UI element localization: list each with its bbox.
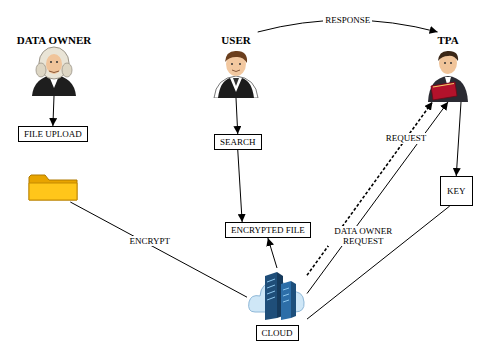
person-icon: [8, 46, 100, 96]
icon-part: [231, 63, 233, 65]
actor-figure: USER: [205, 32, 267, 98]
box-label: CLOUD: [262, 328, 293, 338]
icon-part: [24, 46, 84, 96]
connector-line: [307, 102, 448, 294]
icon-part: [433, 84, 454, 88]
icon-part: [62, 63, 72, 77]
edge-label: REQUEST: [384, 133, 429, 143]
actor-name: DATA OWNER: [8, 32, 100, 46]
icon-part: [450, 62, 452, 64]
person-icon: [205, 46, 267, 98]
icon-part: [50, 61, 52, 63]
process-box: ENCRYPTED FILE: [225, 222, 311, 238]
box-label: ENCRYPTED FILE: [231, 225, 305, 235]
icon-part: [56, 61, 58, 63]
box-label: KEY: [447, 186, 466, 196]
icon-part: [225, 51, 247, 63]
icon-part: [29, 183, 77, 200]
process-box: FILE UPLOAD: [18, 126, 88, 142]
actor-figure: DATA OWNER: [8, 32, 100, 96]
process-box: SEARCH: [214, 134, 262, 150]
server-cloud-icon: [247, 268, 307, 322]
connector-line: [236, 98, 238, 134]
actor-name: TPA: [422, 32, 474, 46]
icon-part: [438, 51, 458, 61]
icon-part: [247, 268, 307, 322]
icon-part: [423, 46, 473, 102]
box-label: SEARCH: [220, 137, 256, 147]
edge-label: DATA OWNER REQUEST: [328, 226, 398, 247]
upload-node: FILE UPLOAD: [18, 126, 88, 202]
icon-part: [27, 172, 79, 202]
connector-line: [53, 96, 54, 126]
icon-part: [29, 175, 77, 200]
icon-part: [46, 54, 62, 74]
icon-part: [431, 82, 457, 100]
folder-icon: [18, 172, 88, 202]
edge-label: RESPONSE: [323, 15, 372, 25]
person-icon: [422, 46, 474, 102]
icon-part: [36, 63, 46, 77]
actor-figure: TPA: [422, 32, 474, 102]
icon-part: [233, 78, 239, 86]
icon-part: [265, 272, 277, 320]
connector-line: [238, 150, 242, 222]
icon-part: [214, 76, 258, 98]
icon-part: [428, 76, 468, 102]
icon-part: [232, 70, 240, 72]
cloud-node: CLOUD: [247, 268, 307, 341]
edge-label: ENCRYPT: [128, 236, 173, 246]
icon-part: [291, 281, 296, 318]
connector-line: [268, 238, 277, 268]
box-label: FILE UPLOAD: [24, 129, 82, 139]
connector-line: [307, 102, 432, 275]
process-box: CLOUD: [256, 325, 299, 341]
icon-part: [49, 71, 59, 73]
actor-name: USER: [205, 32, 267, 46]
icon-part: [208, 46, 264, 98]
icon-part: [267, 279, 289, 302]
icon-part: [218, 78, 254, 98]
icon-part: [444, 62, 446, 64]
process-box: KEY: [440, 176, 473, 206]
connector-line: [70, 202, 247, 297]
connector-line: [307, 206, 450, 319]
connector-line: [456, 102, 461, 176]
icon-part: [239, 63, 241, 65]
